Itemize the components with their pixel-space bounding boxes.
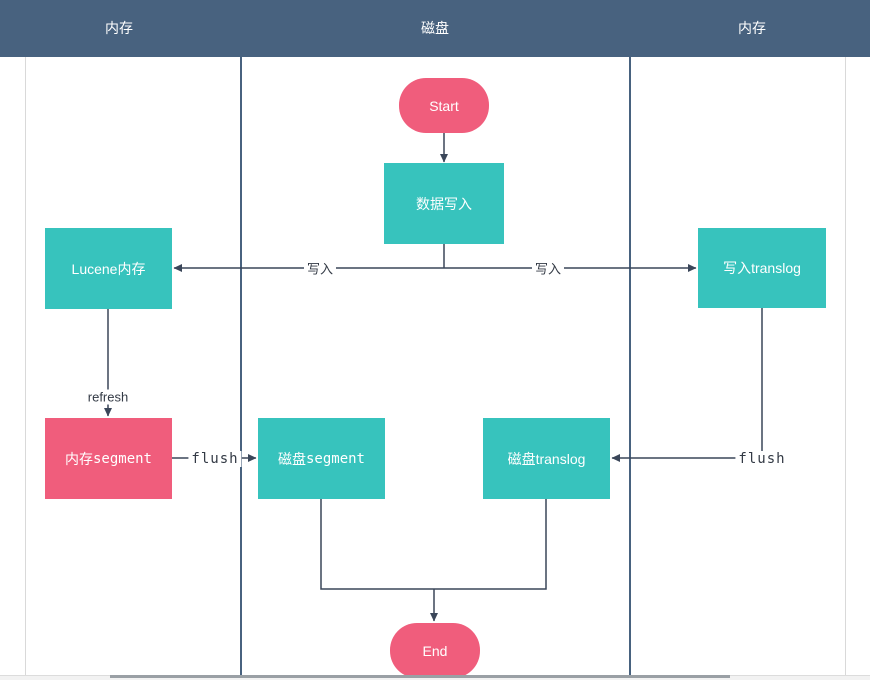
node-memory-segment-prefix: 内存 <box>64 450 93 467</box>
edge-label-write-right: 写入 <box>531 258 565 278</box>
lane-title-memory-left: 内存 <box>105 20 133 36</box>
node-write-translog[interactable]: 写入translog <box>698 228 826 308</box>
node-lucene-memory-label: Lucene内存 <box>71 260 146 277</box>
node-disk-segment-prefix: 磁盘 <box>277 450 306 467</box>
edge-flush-right <box>611 308 763 462</box>
edge-label-refresh: refresh <box>84 389 132 405</box>
pool-left-border <box>25 57 26 676</box>
node-end-label: End <box>422 642 448 659</box>
swimlane-header: 内存 磁盘 内存 <box>0 0 870 57</box>
node-start[interactable]: Start <box>399 78 489 133</box>
lane-divider-left <box>240 57 242 676</box>
node-start-label: Start <box>429 97 459 114</box>
node-write-translog-label: 写入translog <box>723 260 801 276</box>
horizontal-scrollbar-track[interactable] <box>0 675 870 680</box>
edge-label-flush-left: flush <box>188 451 242 467</box>
lane-title-disk: 磁盘 <box>421 20 449 36</box>
node-lucene-memory[interactable]: Lucene内存 <box>45 228 172 309</box>
pool-right-border <box>845 57 846 676</box>
node-disk-translog[interactable]: 磁盘translog <box>483 418 610 499</box>
lane-title-memory-right: 内存 <box>738 20 766 36</box>
node-disk-translog-label: 磁盘translog <box>507 450 586 467</box>
node-data-write-label: 数据写入 <box>416 195 472 212</box>
node-disk-segment-code: segment <box>305 450 365 467</box>
node-data-write[interactable]: 数据写入 <box>384 163 504 244</box>
node-memory-segment-code: segment <box>92 450 152 467</box>
edge-label-write-left: 写入 <box>303 258 337 278</box>
horizontal-scrollbar-thumb[interactable] <box>110 675 730 678</box>
node-end[interactable]: End <box>390 623 480 678</box>
lane-divider-right <box>629 57 631 676</box>
edge-join <box>320 499 547 590</box>
edge-label-flush-right: flush <box>735 451 789 467</box>
